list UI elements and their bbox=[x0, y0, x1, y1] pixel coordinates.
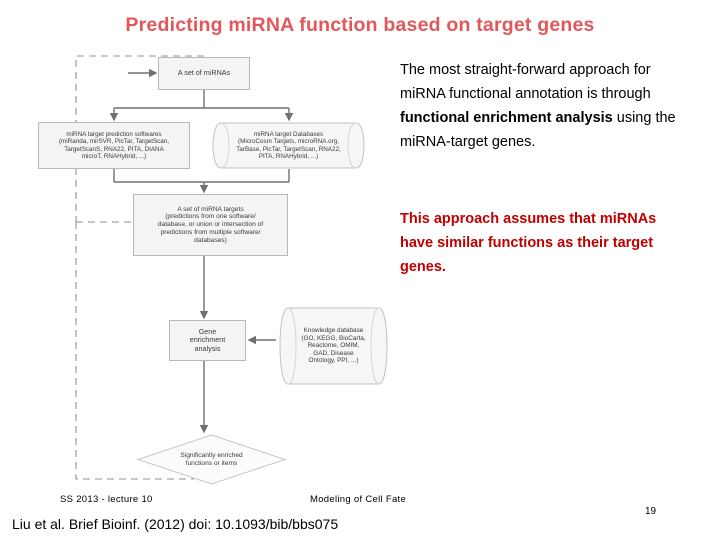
page-title: Predicting miRNA function based on targe… bbox=[125, 14, 595, 36]
footer-lecture-label: SS 2013 - lecture 10 bbox=[60, 494, 153, 505]
citation-reference: Liu et al. Brief Bioinf. (2012) doi: 10.… bbox=[12, 516, 339, 532]
node-text-line: microT, RNAHybrid, ...) bbox=[81, 152, 147, 160]
document-shape-icon bbox=[279, 307, 388, 385]
body-run-plain-1: The most straight-forward approach for m… bbox=[400, 62, 651, 102]
node-text-line: GAD, Disease bbox=[313, 349, 354, 357]
body-run-plain-2: using the miRNA-target genes. bbox=[400, 110, 676, 150]
node-text-line: Ontology, PPI, ...) bbox=[308, 357, 359, 365]
node-text-line: predictions from multiple software/ bbox=[160, 228, 261, 236]
node-significantly-enriched-functions[interactable]: Significantly enriched functions or item… bbox=[136, 434, 287, 485]
node-text-line: Reactome, OMIM, bbox=[307, 342, 360, 350]
node-text-line: (GO, KEGG, BioCarta, bbox=[301, 334, 366, 342]
node-text-line: enrichment bbox=[189, 335, 226, 345]
hexagon-shape-icon bbox=[136, 434, 287, 485]
node-knowledge-database[interactable]: Knowledge database (GO, KEGG, BioCarta, … bbox=[277, 307, 390, 385]
node-text-line: (miRanda, mirSVR, PicTar, TargetScan, bbox=[58, 138, 170, 146]
node-text-line: A set of miRNAs bbox=[177, 68, 231, 78]
node-text-line: (predictions from one software/ bbox=[165, 213, 256, 221]
node-text-line: analysis bbox=[194, 343, 221, 353]
node-text-line: miRNA target Databases bbox=[253, 130, 324, 138]
node-text-line: functions or items bbox=[185, 459, 238, 467]
document-shape-icon bbox=[212, 122, 365, 169]
node-mirna-target-databases[interactable]: miRNA target Databases (MicroCosm Target… bbox=[211, 122, 366, 169]
body-run-bold: functional enrichment analysis bbox=[400, 110, 613, 126]
node-text-line: A set of miRNA targets bbox=[177, 205, 244, 213]
node-a-set-of-mirna-targets[interactable]: A set of miRNA targets (predictions from… bbox=[133, 194, 288, 256]
node-text-line: TarBase, PicTar, TargetScan, RNA22, bbox=[236, 145, 341, 153]
node-text-line: PITA, RNAHybrid, ...) bbox=[258, 152, 319, 160]
node-text-line: Knowledge database bbox=[303, 327, 364, 335]
node-text-line: (MicroCosm Targets, microRNA.org, bbox=[237, 138, 339, 146]
connector-layer bbox=[75, 55, 294, 480]
node-text-line: TargetScanS, RNA22, PITA, DIANA bbox=[64, 145, 164, 153]
body-paragraph-primary: The most straight-forward approach for m… bbox=[400, 58, 678, 154]
feedback-path-upper bbox=[75, 55, 204, 222]
node-text-line: miRNA target prediction softwares bbox=[66, 130, 162, 138]
node-text-line: databases) bbox=[194, 236, 227, 244]
node-a-set-of-mirnas[interactable]: A set of miRNAs bbox=[158, 57, 250, 90]
footer-course-label: Modeling of Cell Fate bbox=[310, 494, 407, 505]
node-text-line: Gene bbox=[198, 326, 217, 336]
slide-page-number: 19 bbox=[645, 506, 657, 517]
node-gene-enrichment-analysis[interactable]: Gene enrichment analysis bbox=[169, 320, 246, 361]
node-text-line: database, or union or intersection of bbox=[157, 221, 264, 229]
node-text-line: Significantly enriched bbox=[180, 451, 243, 459]
flowchart-diagram: A set of miRNAs miRNA target prediction … bbox=[8, 52, 398, 485]
node-mirna-target-prediction-software[interactable]: miRNA target prediction softwares (miRan… bbox=[38, 122, 190, 169]
feedback-path-lower bbox=[75, 222, 194, 480]
body-paragraph-emphasis: This approach assumes that miRNAs have s… bbox=[400, 211, 657, 275]
